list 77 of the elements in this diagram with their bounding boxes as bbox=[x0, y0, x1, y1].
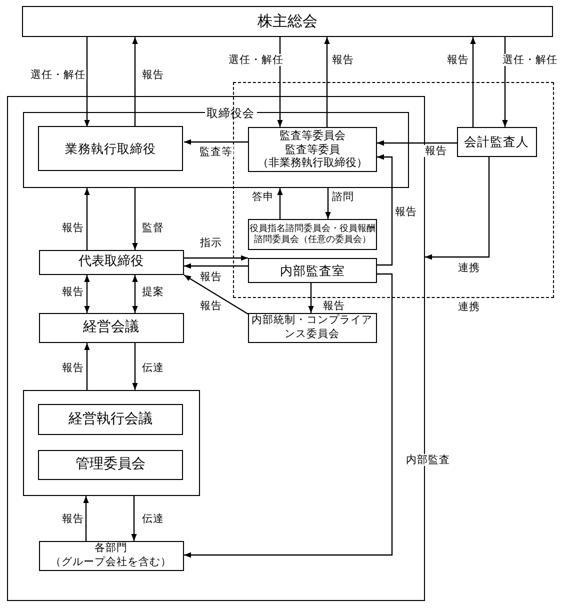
edge-label: 選任・解任 bbox=[30, 68, 86, 82]
edge-label: 選任・解任 bbox=[228, 54, 284, 66]
arrow bbox=[308, 283, 314, 313]
company-boundary bbox=[7, 96, 425, 601]
node-label: 代表取締役 bbox=[78, 254, 144, 270]
arrow bbox=[377, 154, 393, 266]
org-box bbox=[38, 450, 183, 480]
edge-label: 報告 bbox=[61, 512, 85, 526]
node-label: 監査等委員会 bbox=[280, 128, 346, 143]
node-label: 内部監査室 bbox=[280, 262, 345, 278]
edge-label: 監査等 bbox=[198, 146, 234, 158]
org-box bbox=[248, 258, 377, 283]
org-box bbox=[38, 312, 184, 342]
arrow bbox=[184, 255, 248, 261]
edge-label: 報告 bbox=[446, 54, 470, 66]
org-box bbox=[38, 250, 184, 274]
node-label: （非業務執行取締役） bbox=[258, 156, 368, 170]
node-label: 監査等委員 bbox=[285, 142, 340, 156]
node-label: 業務執行取締役 bbox=[65, 140, 156, 156]
arrow bbox=[324, 37, 330, 127]
node-label: 役員指名諮問委員会・役員報酬諮問委員会（任意の委員会） bbox=[249, 224, 376, 246]
org-box bbox=[38, 540, 184, 570]
org-box bbox=[248, 127, 377, 172]
arrow bbox=[325, 188, 331, 219]
org-box bbox=[456, 126, 536, 156]
group-box bbox=[22, 390, 200, 496]
node-label: 内部統制・コンプライアンス委員会 bbox=[250, 314, 374, 341]
edge-label: 指示 bbox=[199, 236, 223, 250]
edge-label: 報告 bbox=[61, 222, 85, 234]
edge-label: 答申 bbox=[251, 190, 275, 204]
edge-label: 諮問 bbox=[331, 190, 355, 204]
edge-label: 提案 bbox=[141, 286, 165, 298]
arrow bbox=[132, 275, 138, 313]
arrow bbox=[184, 139, 248, 145]
node-label: 株主総会 bbox=[258, 12, 318, 31]
node-label: 経営執行会議 bbox=[68, 410, 152, 428]
arrow bbox=[377, 140, 457, 146]
node-label: （グループ会社を含む） bbox=[50, 556, 172, 569]
arrow bbox=[131, 496, 137, 541]
edge-label: 報告 bbox=[61, 286, 85, 298]
arrow bbox=[84, 37, 90, 127]
edge-label: 連携 bbox=[457, 262, 481, 274]
edge-label: 伝達 bbox=[141, 512, 165, 526]
edge-label: 報告 bbox=[199, 300, 223, 312]
edge-label: 報告 bbox=[141, 68, 165, 82]
edge-label: 報告 bbox=[199, 270, 223, 284]
node-label: 経営会議 bbox=[83, 318, 139, 336]
edge-label: 伝達 bbox=[141, 362, 165, 374]
edge-label: 選任・解任 bbox=[502, 54, 558, 66]
arrow bbox=[132, 37, 138, 127]
edge-label: 報告 bbox=[424, 144, 448, 158]
arrow bbox=[132, 343, 138, 390]
arrow bbox=[84, 275, 90, 313]
arrow bbox=[184, 274, 248, 315]
arrow bbox=[84, 343, 90, 390]
node-label: 会計監査人 bbox=[464, 134, 529, 150]
arrow bbox=[425, 157, 490, 260]
org-box bbox=[248, 219, 377, 250]
org-box bbox=[38, 126, 183, 171]
org-box bbox=[38, 404, 183, 435]
arrow bbox=[132, 188, 138, 250]
node-label: 管理委員会 bbox=[76, 456, 146, 474]
edge-label: 内部監査 bbox=[405, 454, 451, 466]
edge-label: 報告 bbox=[394, 206, 418, 218]
arrow bbox=[277, 188, 283, 219]
edge-label: 報告 bbox=[61, 362, 85, 374]
arrow bbox=[83, 496, 89, 541]
edge-label: 報告 bbox=[322, 300, 346, 312]
arrow bbox=[470, 37, 476, 127]
edge-label: 報告 bbox=[331, 54, 355, 66]
edge-label: 監督 bbox=[141, 222, 165, 234]
node-label: 各部門 bbox=[94, 542, 128, 556]
arrow bbox=[84, 188, 90, 250]
arrow bbox=[184, 273, 393, 558]
arrow bbox=[184, 263, 248, 269]
note-label: 連携 bbox=[458, 300, 480, 314]
meeting-box bbox=[22, 6, 553, 37]
